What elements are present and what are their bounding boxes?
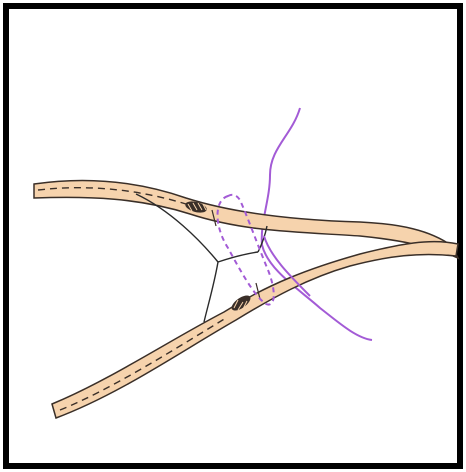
diagram-canvas	[0, 0, 466, 472]
diagram-frame	[0, 0, 466, 472]
